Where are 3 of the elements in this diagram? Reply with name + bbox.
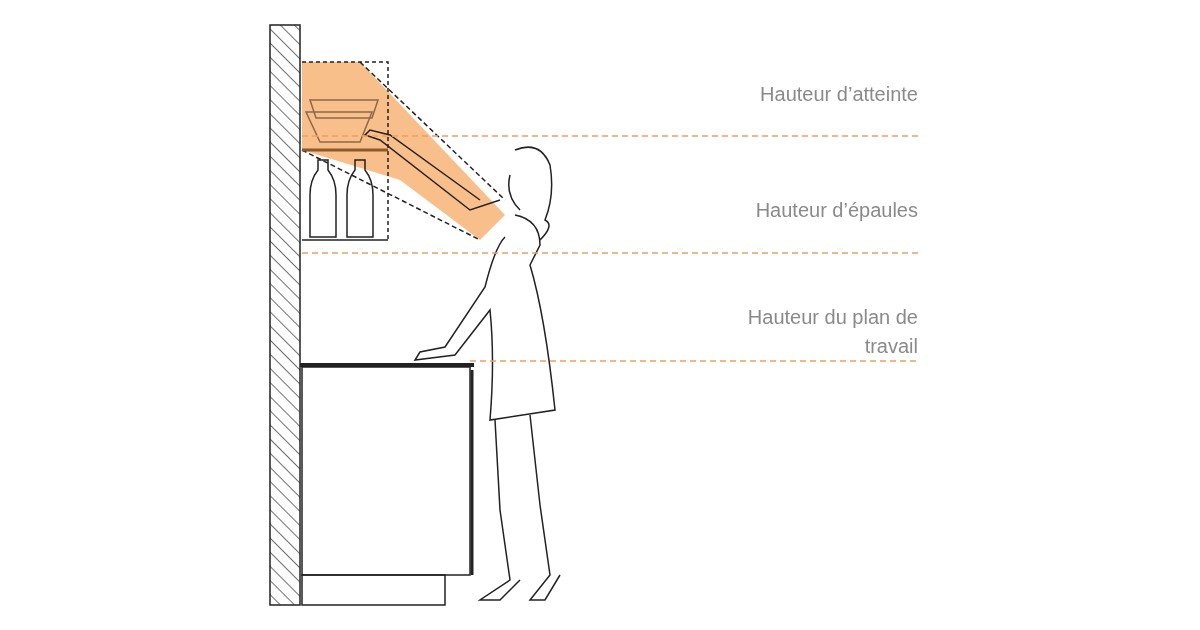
height-label: Hauteur d’épaules [754, 198, 918, 223]
height-label: Hauteur du plan de travail [746, 305, 918, 359]
height-label: Hauteur d’atteinte [759, 82, 918, 107]
